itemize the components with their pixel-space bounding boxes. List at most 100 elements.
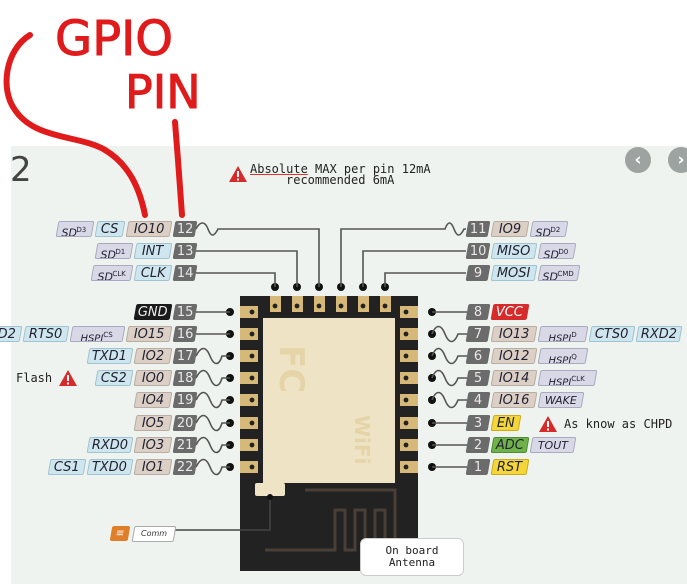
- right-pad-hole: [403, 464, 409, 470]
- pin-label: IO9: [490, 221, 530, 237]
- right-wire: [431, 391, 467, 409]
- right-wire: [431, 369, 467, 387]
- pin-label-text: IO15: [133, 327, 165, 342]
- pin-label: IO14: [490, 370, 538, 386]
- pin-label: RXD0: [86, 437, 134, 453]
- pin-label-sup: Q: [570, 353, 578, 361]
- pin-number: 14: [172, 265, 198, 281]
- pin-label-text: INT: [142, 244, 164, 259]
- comm-wire-dot: [267, 494, 273, 500]
- right-wire: [431, 325, 467, 343]
- pin-label-text: TXD2: [0, 327, 17, 342]
- antenna-label-line2: Antenna: [388, 556, 436, 569]
- pin-label: HSPID: [537, 326, 589, 342]
- pin-label: SDCLK: [90, 265, 134, 281]
- pin-label-text: IO16: [498, 393, 530, 408]
- pin-number-text: 4: [473, 393, 482, 408]
- right-pad-hole: [403, 397, 409, 403]
- pin-label-sup: D0: [558, 248, 570, 256]
- left-pad: [240, 439, 258, 451]
- annotation-curve-left: [3, 32, 148, 218]
- right-pad: [400, 350, 418, 362]
- pin-number-text: 3: [473, 416, 482, 431]
- antenna-trace: [265, 488, 397, 552]
- pin-label: HSPICLK: [537, 370, 598, 386]
- pin-label-text: RXD2: [640, 327, 677, 342]
- pin-number: 18: [172, 370, 198, 386]
- pin-label-sup: CLK: [111, 270, 127, 278]
- pin-label: TXD1: [86, 348, 134, 364]
- pin-label: CTS0: [588, 326, 636, 342]
- right-pad-hole: [403, 442, 409, 448]
- pin-label-text: IO12: [498, 349, 530, 364]
- gpio-pin-annotation: [3, 32, 185, 218]
- pin-label-sup: CS: [102, 331, 114, 339]
- comm-led: [255, 483, 285, 496]
- chpd-warning-icon: [539, 416, 557, 432]
- top-pad-hole: [338, 303, 344, 309]
- pin-label-text: TOUT: [537, 439, 568, 452]
- pin-label-text: RST: [497, 460, 523, 475]
- pin-number-text: 5: [473, 371, 482, 386]
- top-pad-hole: [316, 303, 322, 309]
- pin-number-text: 14: [176, 266, 194, 281]
- right-pad-hole: [403, 331, 409, 337]
- pin-label: CS: [94, 221, 126, 237]
- pin-label-text: IO13: [498, 327, 530, 342]
- prev-button[interactable]: ‹: [625, 147, 651, 173]
- pin-label-text: IO2: [141, 349, 164, 364]
- pin-label: GND: [133, 304, 173, 320]
- pin-number: 5: [465, 370, 491, 386]
- warning-text-line2: recommended 6mA: [286, 173, 395, 187]
- top-left-wire: [196, 250, 298, 287]
- flash-note: Flash: [16, 371, 53, 385]
- top-left-wire: [196, 272, 276, 287]
- pin-label-sup: D1: [115, 248, 127, 256]
- top-pad-hole: [360, 303, 366, 309]
- pin-label-sup: CMD: [557, 270, 576, 278]
- pin-number-text: 16: [176, 327, 194, 342]
- pin-label-text: IO3: [141, 438, 164, 453]
- pin-number: 6: [465, 348, 491, 364]
- left-wire: [195, 347, 230, 365]
- pin-label: MOSI: [490, 265, 538, 281]
- pin-label: IO10: [125, 221, 173, 237]
- left-wire: [195, 414, 230, 432]
- pin-number-text: 7: [473, 327, 482, 342]
- top-pad-hole: [382, 303, 388, 309]
- pin-number-text: 1: [473, 460, 482, 475]
- pin-number-text: 15: [176, 305, 194, 320]
- right-pad: [400, 328, 418, 340]
- pin-number-text: 19: [176, 393, 194, 408]
- pin-number: 16: [172, 326, 198, 342]
- pin-label-sup: D2: [550, 226, 562, 234]
- top-pad-hole: [272, 303, 278, 309]
- left-pad: [240, 461, 258, 473]
- pin-label: VCC: [490, 304, 530, 320]
- pin-number-text: 13: [176, 244, 194, 259]
- right-pad: [400, 306, 418, 318]
- pin-number: 1: [465, 459, 491, 475]
- pin-label: IO12: [490, 348, 538, 364]
- pin-label-text: SDD1: [101, 244, 127, 259]
- next-button[interactable]: ›: [668, 147, 687, 173]
- warning-text-prefix: Absolute: [250, 162, 308, 176]
- right-pad-hole: [403, 420, 409, 426]
- pin-label: TXD0: [86, 459, 134, 475]
- pin-number: 8: [465, 304, 491, 320]
- pin-label-text: WAKE: [544, 394, 577, 407]
- pin-label: SDCMD: [537, 265, 581, 281]
- pin-label-text: MISO: [497, 244, 531, 259]
- pin-label: IO13: [490, 326, 538, 342]
- antenna-label-line1: On board: [385, 544, 439, 557]
- pin-number: 9: [465, 265, 491, 281]
- pin-label: WAKE: [537, 392, 585, 408]
- right-pad-hole: [403, 353, 409, 359]
- fcc-logo: FC: [271, 345, 311, 393]
- pin-number: 22: [172, 459, 198, 475]
- pin-label: INT: [133, 243, 173, 259]
- pin-number-text: 10: [469, 244, 487, 259]
- pin-number: 17: [172, 348, 198, 364]
- pin-label-text: CLK: [140, 266, 166, 281]
